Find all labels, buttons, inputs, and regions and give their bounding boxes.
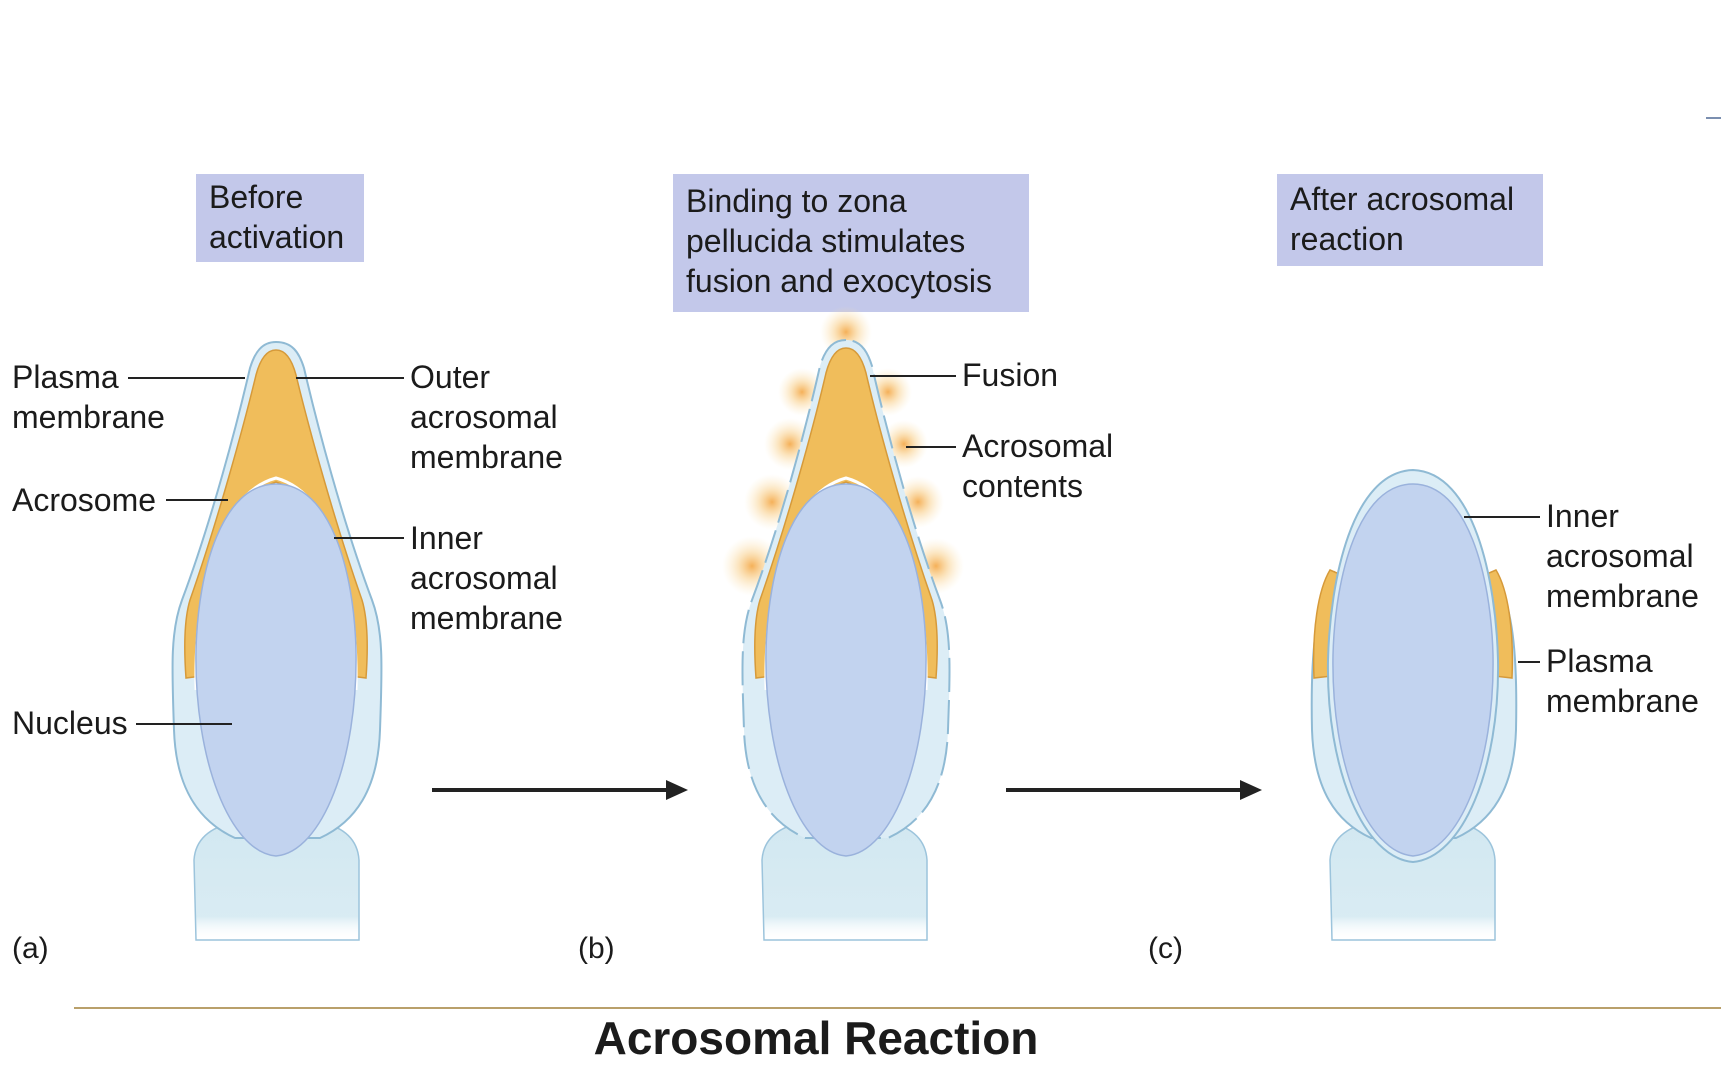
label-nucleus: Nucleus — [12, 705, 128, 741]
label-inner-acrosomal-membrane-c: Inner acrosomal membrane — [1546, 498, 1703, 614]
label-acrosome: Acrosome — [12, 482, 156, 518]
panel-b-caption-line: Binding to zona — [686, 183, 907, 219]
label-line: acrosomal — [410, 399, 558, 435]
label-acrosomal-contents: Acrosomal contents — [962, 428, 1122, 504]
panel-b-caption-box — [673, 174, 1029, 312]
panel-a-caption-line: Before — [209, 179, 303, 215]
panel-c-nucleus — [1332, 483, 1494, 857]
panel-b-leaders — [870, 375, 956, 448]
label-inner-acrosomal-membrane-a: Inner acrosomal membrane — [410, 520, 567, 636]
label-line: membrane — [12, 399, 165, 435]
label-line: Plasma — [1546, 643, 1653, 679]
slide-title: Acrosomal Reaction — [594, 1012, 1039, 1064]
panel-a-letter: (a) — [12, 932, 49, 965]
panel-c-caption-line: reaction — [1290, 221, 1404, 257]
label-line: membrane — [410, 600, 563, 636]
label-fusion: Fusion — [962, 357, 1058, 393]
panel-b-caption-line: pellucida stimulates — [686, 223, 965, 259]
panel-b: Binding to zona pellucida stimulates fus… — [578, 174, 1122, 965]
panel-c-letter: (c) — [1148, 932, 1183, 965]
panel-a-nucleus — [195, 483, 357, 857]
label-line: acrosomal — [410, 560, 558, 596]
panel-a: Before activation Plasma membrane Acroso… — [12, 174, 567, 965]
panel-b-letter: (b) — [578, 932, 615, 965]
panel-b-caption: Binding to zona pellucida stimulates fus… — [686, 183, 992, 299]
panel-c: After acrosomal reaction Inner acrosomal… — [1148, 174, 1703, 965]
panel-c-caption: After acrosomal reaction — [1290, 181, 1523, 257]
label-line: Fusion — [962, 357, 1058, 393]
panel-c-caption-line: After acrosomal — [1290, 181, 1514, 217]
label-line: membrane — [1546, 683, 1699, 719]
label-line: Plasma — [12, 359, 119, 395]
arrow-b-to-c — [1006, 780, 1262, 800]
label-plasma-membrane-c: Plasma membrane — [1546, 643, 1699, 719]
label-line: Inner — [1546, 498, 1619, 534]
panel-b-caption-line: fusion and exocytosis — [686, 263, 992, 299]
panel-a-caption-box — [196, 174, 364, 262]
panel-a-acrosome — [184, 349, 368, 679]
label-line: membrane — [410, 439, 563, 475]
panel-a-caption: Before activation — [209, 179, 344, 255]
panel-b-acrosomal-contents — [754, 347, 938, 679]
panel-c-caption-box — [1277, 174, 1543, 266]
label-line: Inner — [410, 520, 483, 556]
label-plasma-membrane-a: Plasma membrane — [12, 359, 165, 435]
label-line: contents — [962, 468, 1083, 504]
panel-a-leaders — [128, 377, 404, 725]
label-line: Nucleus — [12, 705, 128, 741]
label-line: Acrosome — [12, 482, 156, 518]
arrow-a-to-b — [432, 780, 688, 800]
panel-b-nucleus — [765, 483, 927, 857]
panel-c-leaders — [1464, 516, 1540, 663]
label-line: Outer — [410, 359, 490, 395]
label-line: membrane — [1546, 578, 1699, 614]
panel-a-caption-line: activation — [209, 219, 344, 255]
label-line: acrosomal — [1546, 538, 1694, 574]
label-outer-acrosomal-membrane: Outer acrosomal membrane — [410, 359, 567, 475]
label-line: Acrosomal — [962, 428, 1113, 464]
